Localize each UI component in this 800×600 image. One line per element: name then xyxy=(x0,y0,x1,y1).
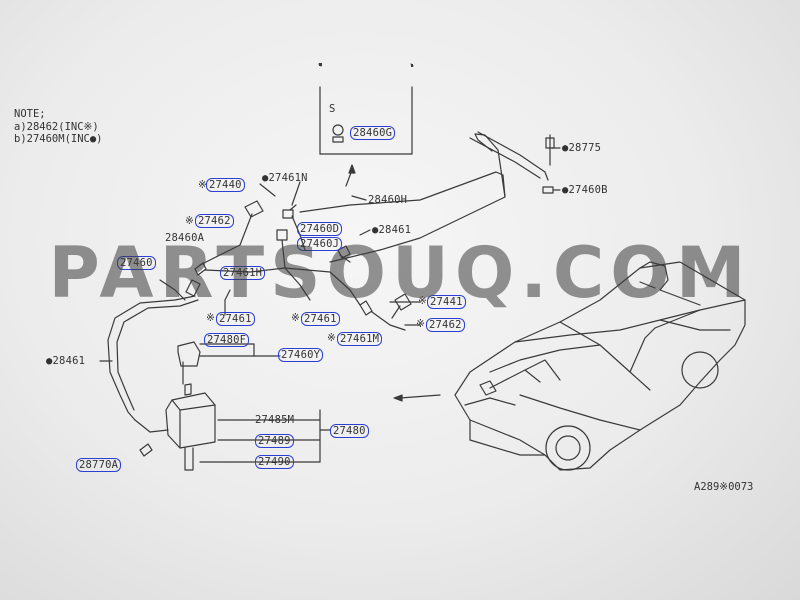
front-nozzle-assembly xyxy=(185,200,412,331)
inset-letter: S xyxy=(329,103,336,115)
callout-27490[interactable]: 27490 xyxy=(255,455,294,469)
callout-27441[interactable]: 27441 xyxy=(427,295,466,309)
label-27460B: ●27460B xyxy=(562,184,608,196)
callout-27489[interactable]: 27489 xyxy=(255,434,294,448)
callout-27440[interactable]: 27440 xyxy=(206,178,245,192)
star-marker-27441: ※ xyxy=(418,295,427,307)
callout-27461M[interactable]: 27461M xyxy=(337,332,383,346)
note-line-a: a)28462(INC※) xyxy=(14,120,99,133)
star-marker-27440: ※ xyxy=(198,179,207,191)
callout-27480[interactable]: 27480 xyxy=(330,424,369,438)
label-28460H: 28460H xyxy=(368,194,408,206)
label-27461N: ●27461N xyxy=(262,172,308,184)
star-marker-27462b: ※ xyxy=(416,318,425,330)
rear-washer-hose xyxy=(299,131,549,263)
tick-marks xyxy=(319,63,413,67)
inset-detail-s xyxy=(318,63,414,187)
callout-27460D[interactable]: 27460D xyxy=(297,222,343,236)
callout-27480F[interactable]: 27480F xyxy=(204,333,250,347)
label-28460A: 28460A xyxy=(165,232,205,244)
washer-reservoir-tank xyxy=(134,341,331,471)
callout-28460G[interactable]: 28460G xyxy=(350,126,396,140)
note-heading: NOTE; xyxy=(14,108,46,120)
rear-nozzle-parts xyxy=(542,134,555,194)
callout-27461b[interactable]: 27461 xyxy=(301,312,340,326)
star-marker-27461a: ※ xyxy=(206,312,215,324)
label-28775: ●28775 xyxy=(562,142,602,154)
vehicle-outline xyxy=(393,261,746,471)
label-27485M: 27485M xyxy=(255,414,295,426)
callout-27462a[interactable]: 27462 xyxy=(195,214,234,228)
note-block: NOTE; a)28462(INC※) b)27460M(INC●) xyxy=(14,108,103,146)
star-marker-27462a: ※ xyxy=(185,215,194,227)
front-washer-hose xyxy=(107,279,199,421)
callout-27460J[interactable]: 27460J xyxy=(297,237,343,251)
note-line-b: b)27460M(INC●) xyxy=(14,133,103,145)
leader-lines xyxy=(99,147,561,362)
callout-27461a[interactable]: 27461 xyxy=(216,312,255,326)
callout-27460[interactable]: 27460 xyxy=(117,256,156,270)
callout-27461H[interactable]: 27461H xyxy=(220,266,266,280)
callout-27462b[interactable]: 27462 xyxy=(426,318,465,332)
star-marker-27461b: ※ xyxy=(291,312,300,324)
callout-28770A[interactable]: 28770A xyxy=(76,458,122,472)
star-marker-27461M: ※ xyxy=(327,332,336,344)
label-28461-left: ●28461 xyxy=(46,355,86,367)
label-28461-top: ●28461 xyxy=(372,224,412,236)
drawing-number: A289※0073 xyxy=(694,481,754,493)
callout-27460Y[interactable]: 27460Y xyxy=(278,348,324,362)
